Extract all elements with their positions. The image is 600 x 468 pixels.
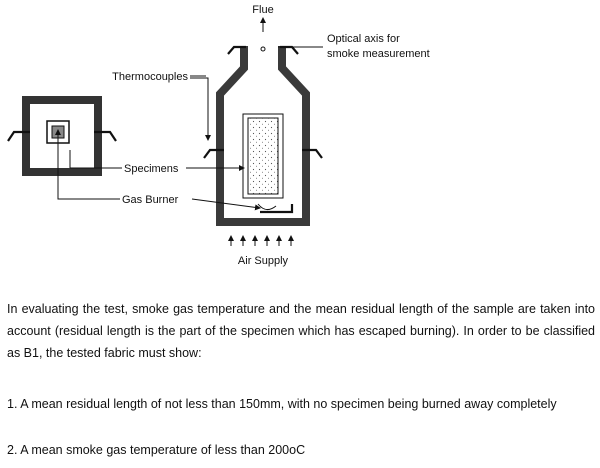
thermocouples-label: Thermocouples [112, 71, 188, 83]
requirement-item-1: 1. A mean residual length of not less th… [7, 397, 557, 411]
requirement-item-2: 2. A mean smoke gas temperature of less … [7, 443, 306, 457]
gas-burner [257, 203, 294, 214]
leader-lines [57, 46, 323, 211]
gas-burner-label: Gas Burner [122, 194, 179, 206]
top-view-box [7, 96, 117, 176]
air-supply-label: Air Supply [238, 255, 289, 267]
air-supply-arrows [228, 235, 294, 246]
fire-test-apparatus-diagram: Flue Optical axis for smoke measurement … [7, 4, 430, 267]
evaluation-paragraph: In evaluating the test, smoke gas temper… [7, 302, 595, 360]
specimens [242, 113, 284, 199]
optical-axis-label-line1: Optical axis for [327, 33, 400, 45]
flue-label: Flue [252, 4, 273, 16]
optical-axis-label-line2: smoke measurement [327, 48, 430, 60]
specimens-label: Specimens [124, 163, 179, 175]
